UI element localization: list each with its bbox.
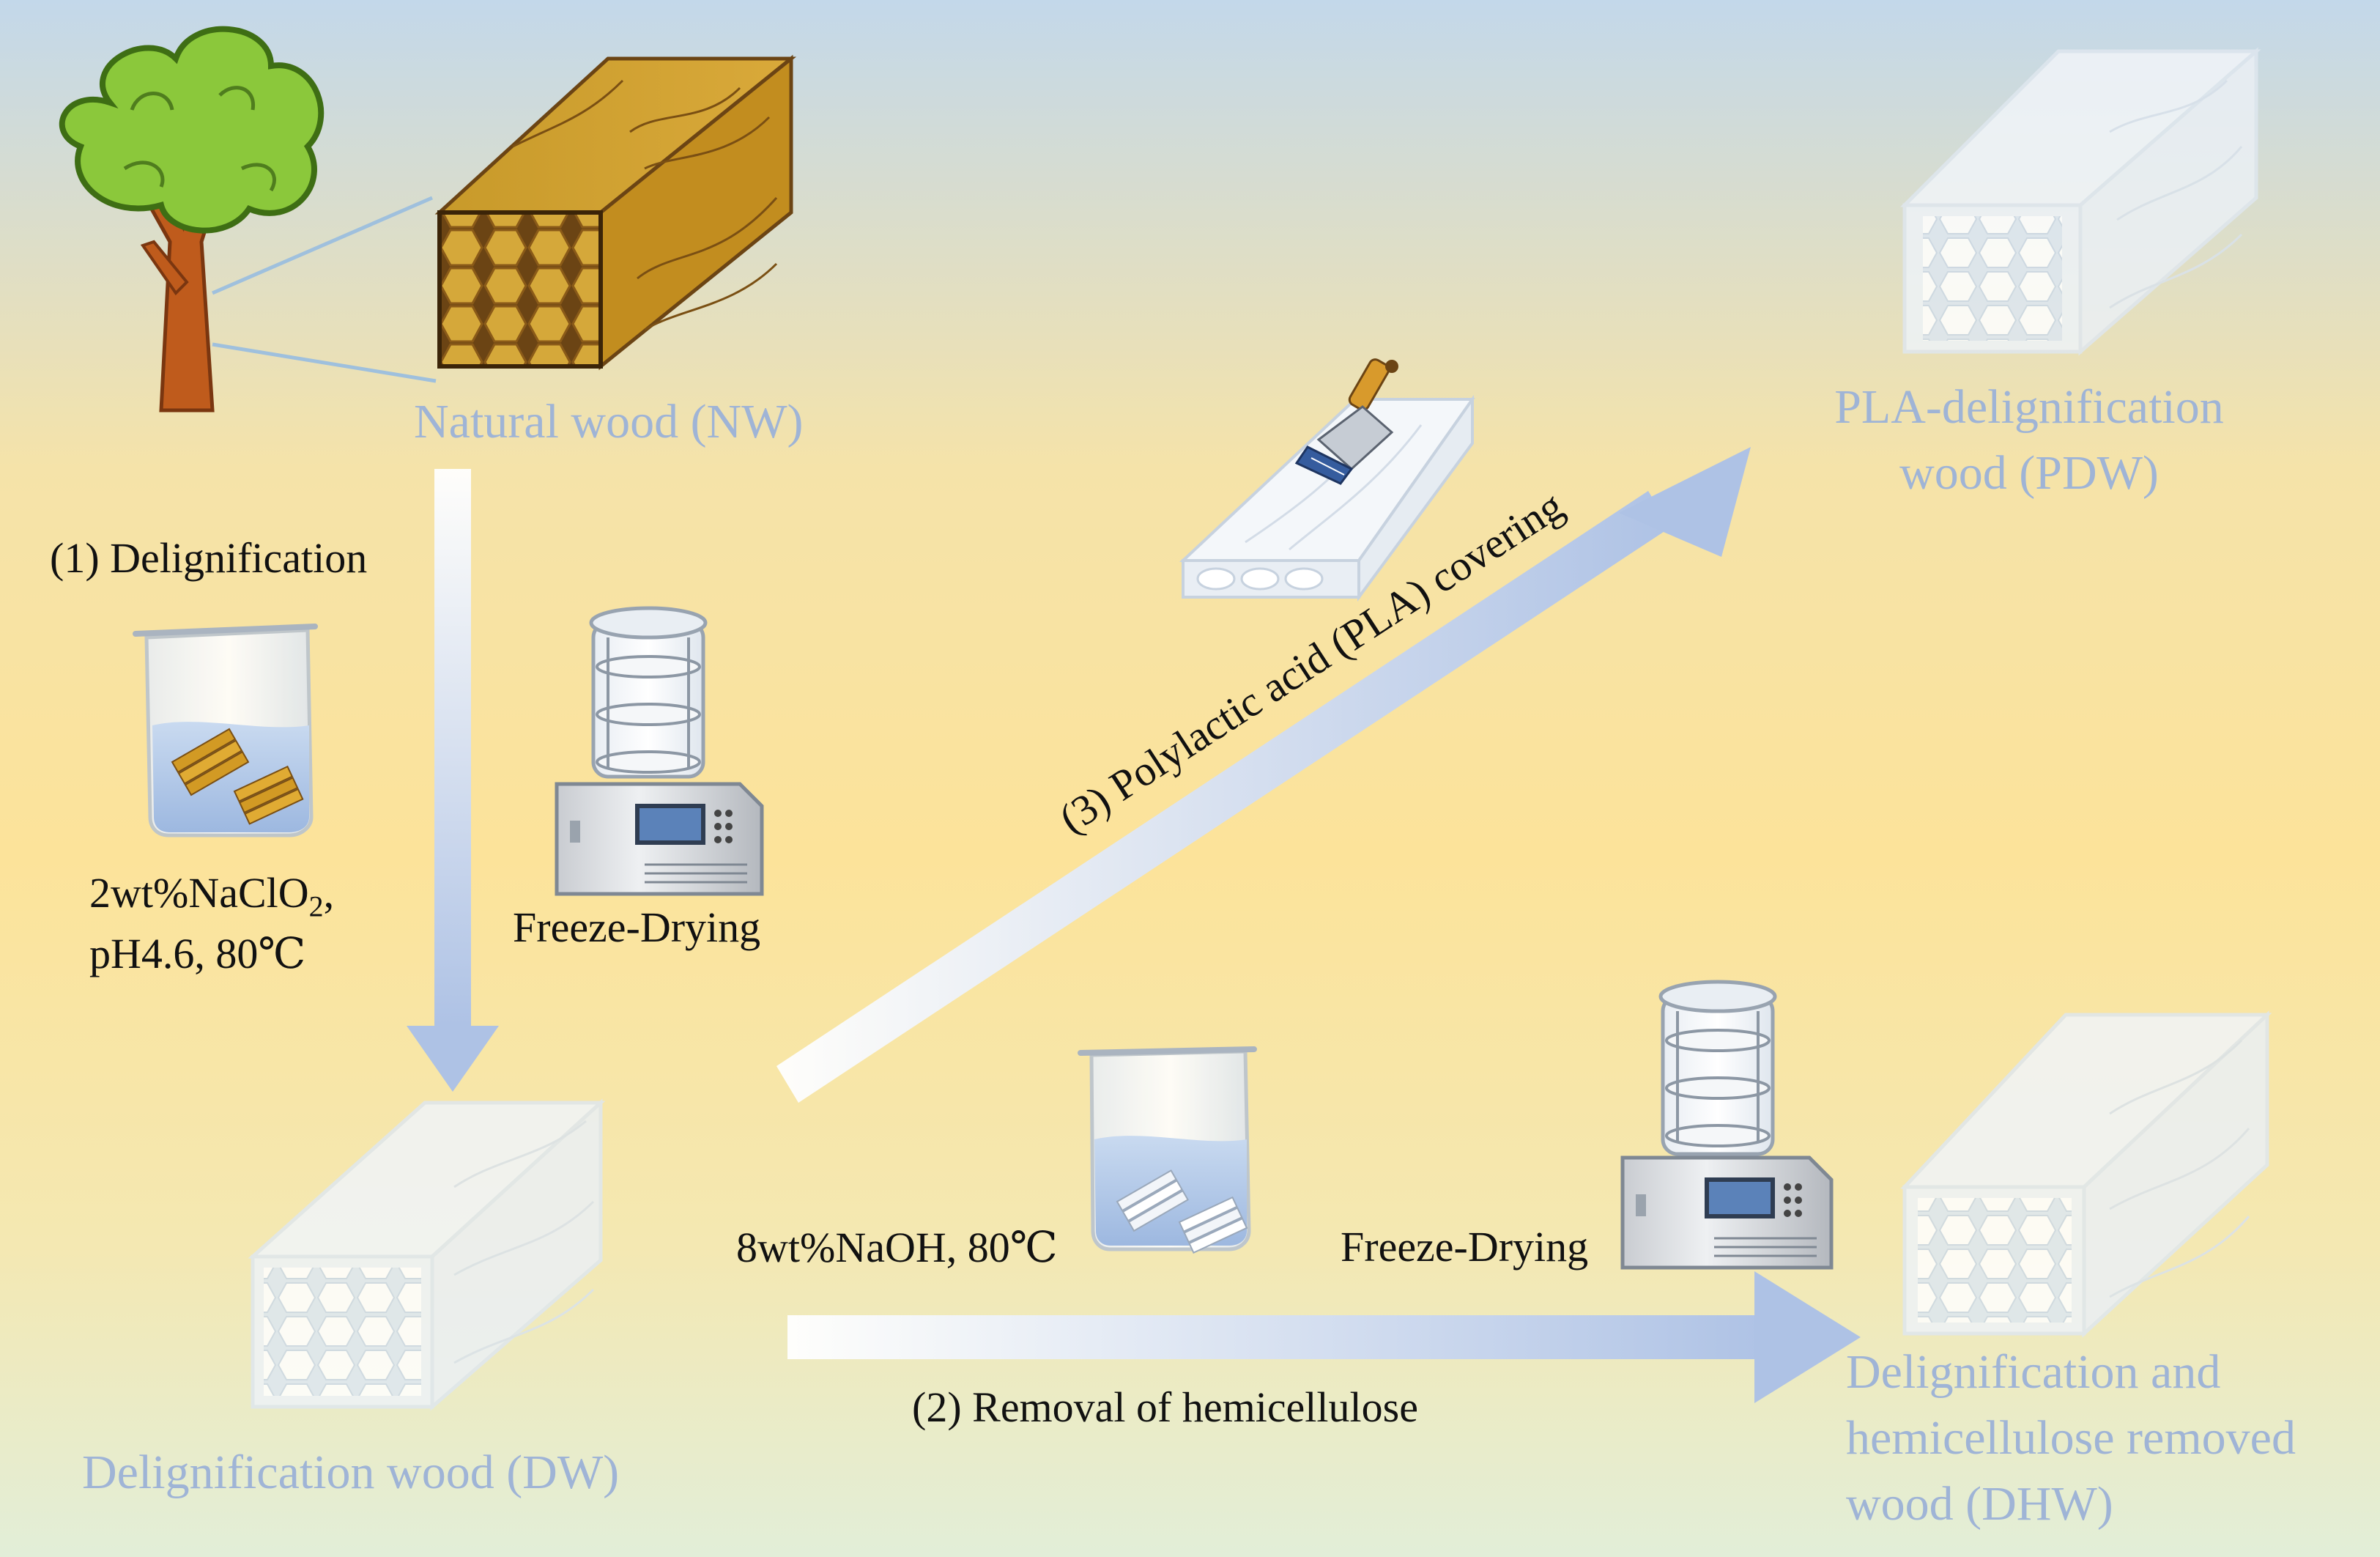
- dw-label: Delignification wood (DW): [82, 1446, 620, 1499]
- natural-wood-block-icon: [434, 54, 797, 371]
- naoh-condition-label: 8wt%NaOH, 80℃: [736, 1224, 1058, 1271]
- freeze-dryer-icon: [1620, 980, 1834, 1270]
- dhw-label-line1: Delignification and: [1846, 1345, 2221, 1399]
- ph-temperature-label: pH4.6, 80℃: [89, 930, 306, 977]
- freeze-drying-label-1: Freeze-Drying: [513, 903, 761, 951]
- dhw-label-line3: wood (DHW): [1846, 1477, 2113, 1531]
- freeze-drying-label-2: Freeze-Drying: [1341, 1223, 1589, 1271]
- hemicellulose-step-label: (2) Removal of hemicellulose: [912, 1383, 1418, 1431]
- treated-wood-block-icon: [248, 1098, 606, 1411]
- tree-connector-line: [212, 196, 433, 295]
- tree-connector-line: [212, 342, 437, 383]
- dhw-label-line2: hemicellulose removed: [1846, 1411, 2296, 1465]
- naclo2-subscript: 2: [308, 890, 324, 923]
- brush-icon: [1294, 358, 1398, 485]
- delignification-step-label: (1) Delignification: [50, 534, 368, 582]
- arrow-hemicellulose-removal: [787, 1271, 1861, 1403]
- tree-icon: [59, 26, 325, 413]
- natural-wood-label: Natural wood (NW): [414, 395, 804, 448]
- wood-plank-icon: [1179, 394, 1475, 602]
- arrow-delignification: [407, 469, 499, 1092]
- dhw-block-icon: [1900, 1010, 2272, 1338]
- naclo2-condition-label: 2wt%NaClO2,: [89, 869, 335, 923]
- beaker-icon: [1078, 1046, 1257, 1254]
- arrow-pla-covering: [776, 447, 1751, 1103]
- pdw-label-line1: PLA-delignification: [1834, 380, 2224, 434]
- beaker-icon: [133, 624, 318, 837]
- freeze-dryer-icon: [555, 606, 764, 896]
- pdw-block-icon: [1899, 47, 2261, 356]
- pdw-label-line2: wood (PDW): [1899, 446, 2159, 500]
